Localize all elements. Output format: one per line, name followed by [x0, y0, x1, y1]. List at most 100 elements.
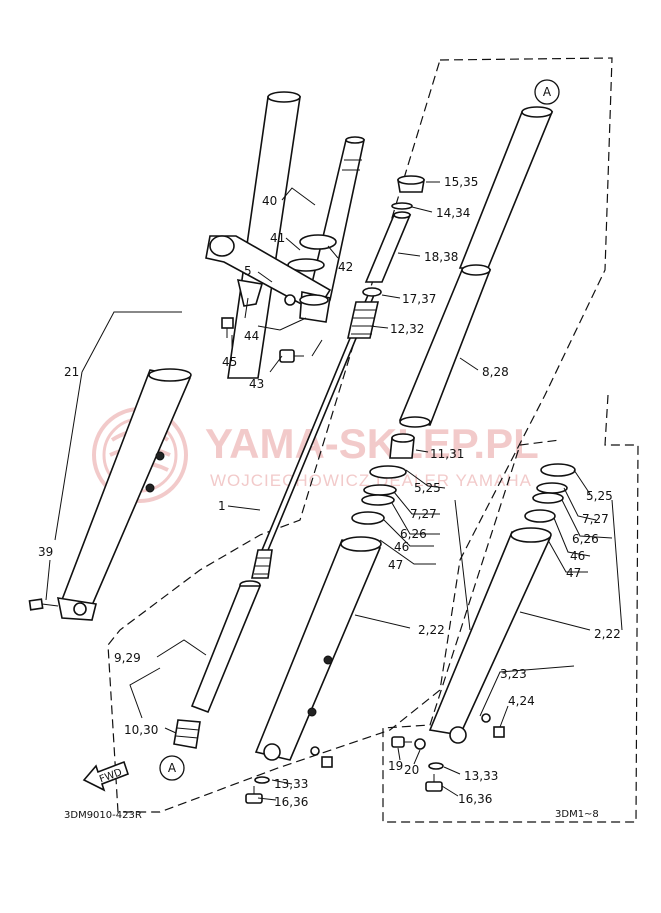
diagram-code-right: 3DM1~8 — [555, 809, 599, 820]
slide-metal-11-top — [391, 433, 415, 443]
label-2-22-a: 2,22 — [418, 623, 445, 637]
gasket-13 — [254, 776, 270, 784]
steering-stem-top — [345, 136, 365, 144]
label-6-26-a: 6,26 — [400, 527, 427, 541]
reference-marker-a-bottom: A — [159, 755, 185, 781]
label-15-35: 15,35 — [444, 175, 478, 189]
label-47-b: 47 — [566, 566, 581, 580]
axle-boss — [263, 743, 281, 761]
label-5-25-a: 5,25 — [414, 481, 441, 495]
part-labels: 40 41 42 5 44 45 43 21 1 39 9,29 10,30 1… — [38, 175, 621, 809]
label-39: 39 — [38, 545, 53, 559]
inner-tube-8-bottom — [399, 416, 431, 428]
outer-tube-22b-top — [510, 527, 552, 543]
spacer-18 — [364, 214, 412, 283]
label-10-30: 10,30 — [124, 723, 158, 737]
oil-seal-6b — [532, 492, 564, 504]
spacer-18-top — [393, 211, 411, 219]
dust-seal-5 — [369, 465, 407, 479]
label-13-33-b: 13,33 — [464, 769, 498, 783]
inner-tube-upper-top — [521, 106, 553, 118]
label-43: 43 — [249, 377, 264, 391]
label-5-25-b: 5,25 — [586, 489, 613, 503]
variant-group-boundary — [382, 394, 639, 823]
label-46-b: 46 — [570, 549, 585, 563]
left-fork-boss-lower — [145, 483, 155, 493]
inner-tube-upper — [458, 111, 554, 269]
label-13-33-a: 13,33 — [274, 777, 308, 791]
label-42: 42 — [338, 260, 353, 274]
bolt-45 — [221, 317, 234, 338]
marker-a-bottom-label: A — [168, 761, 177, 775]
marker-a-top-label: A — [543, 85, 552, 99]
label-3-23: 3,23 — [500, 667, 527, 681]
label-9-29: 9,29 — [114, 651, 141, 665]
label-6-26-b: 6,26 — [572, 532, 599, 546]
label-41: 41 — [270, 231, 285, 245]
oring-14 — [391, 202, 413, 210]
outer-tube-2 — [254, 539, 382, 761]
washer-46b — [524, 509, 556, 523]
label-11-31: 11,31 — [430, 447, 464, 461]
outer-boss-1 — [323, 655, 333, 665]
gasket-13b — [428, 762, 444, 770]
label-4-24: 4,24 — [508, 694, 535, 708]
washer-3 — [481, 713, 491, 723]
label-5: 5 — [244, 264, 252, 278]
steering-assembly — [205, 136, 365, 363]
outer-tube-right — [391, 463, 576, 792]
washer-17 — [362, 287, 382, 297]
label-2-22-b: 2,22 — [594, 627, 621, 641]
label-16-36-b: 16,36 — [458, 792, 492, 806]
bolt-4b — [493, 726, 505, 738]
diagram-code-left: 3DM9010-423R — [64, 810, 142, 821]
washer-20 — [414, 738, 426, 750]
damper-rod-9 — [173, 580, 262, 749]
cap-bolt-15 — [397, 175, 425, 193]
label-44: 44 — [244, 329, 259, 343]
nut-44 — [284, 294, 296, 306]
bolt-43 — [279, 349, 304, 363]
clip-7b — [536, 482, 568, 494]
steering-stem — [306, 139, 365, 301]
label-47-a: 47 — [388, 558, 403, 572]
outer-boss-2 — [307, 707, 317, 717]
fork-spring-12 — [347, 301, 379, 339]
left-axle-hole — [73, 602, 87, 616]
left-fork-boss-upper — [155, 451, 165, 461]
label-7-27-a: 7,27 — [410, 507, 437, 521]
dust-seal-5b — [540, 463, 576, 477]
label-17-37: 17,37 — [402, 292, 436, 306]
oil-seal-6 — [361, 494, 395, 506]
label-45: 45 — [222, 355, 237, 369]
bearing-seat-top — [299, 294, 329, 306]
bolt-39 — [28, 598, 59, 611]
reference-marker-a-top: A — [534, 79, 560, 105]
inner-tube-group-boundary — [107, 57, 613, 813]
watermark-title: YAMA-SKLEP.PL — [205, 420, 539, 467]
label-20: 20 — [404, 763, 419, 777]
bolt-4 — [310, 746, 333, 768]
bolt-19 — [391, 736, 412, 748]
oil-lock-piece-10 — [173, 719, 201, 749]
label-19: 19 — [388, 759, 403, 773]
label-40: 40 — [262, 194, 277, 208]
label-8-28: 8,28 — [482, 365, 509, 379]
left-inner-tube-top — [267, 91, 301, 103]
left-clamp — [209, 235, 235, 257]
leader-lines — [45, 181, 623, 801]
label-21: 21 — [64, 365, 79, 379]
label-14-34: 14,34 — [436, 206, 470, 220]
label-7-27-b: 7,27 — [582, 512, 609, 526]
axle-boss-b — [449, 726, 467, 744]
clip-7 — [363, 484, 397, 496]
bolt-16 — [245, 786, 263, 804]
upper-bearing-41 — [299, 234, 337, 250]
label-12-32: 12,32 — [390, 322, 424, 336]
inner-tube-8-top — [461, 264, 491, 276]
label-16-36-a: 16,36 — [274, 795, 308, 809]
label-46-a: 46 — [394, 540, 409, 554]
bolt-16b — [425, 774, 443, 792]
washer-46 — [351, 511, 385, 525]
